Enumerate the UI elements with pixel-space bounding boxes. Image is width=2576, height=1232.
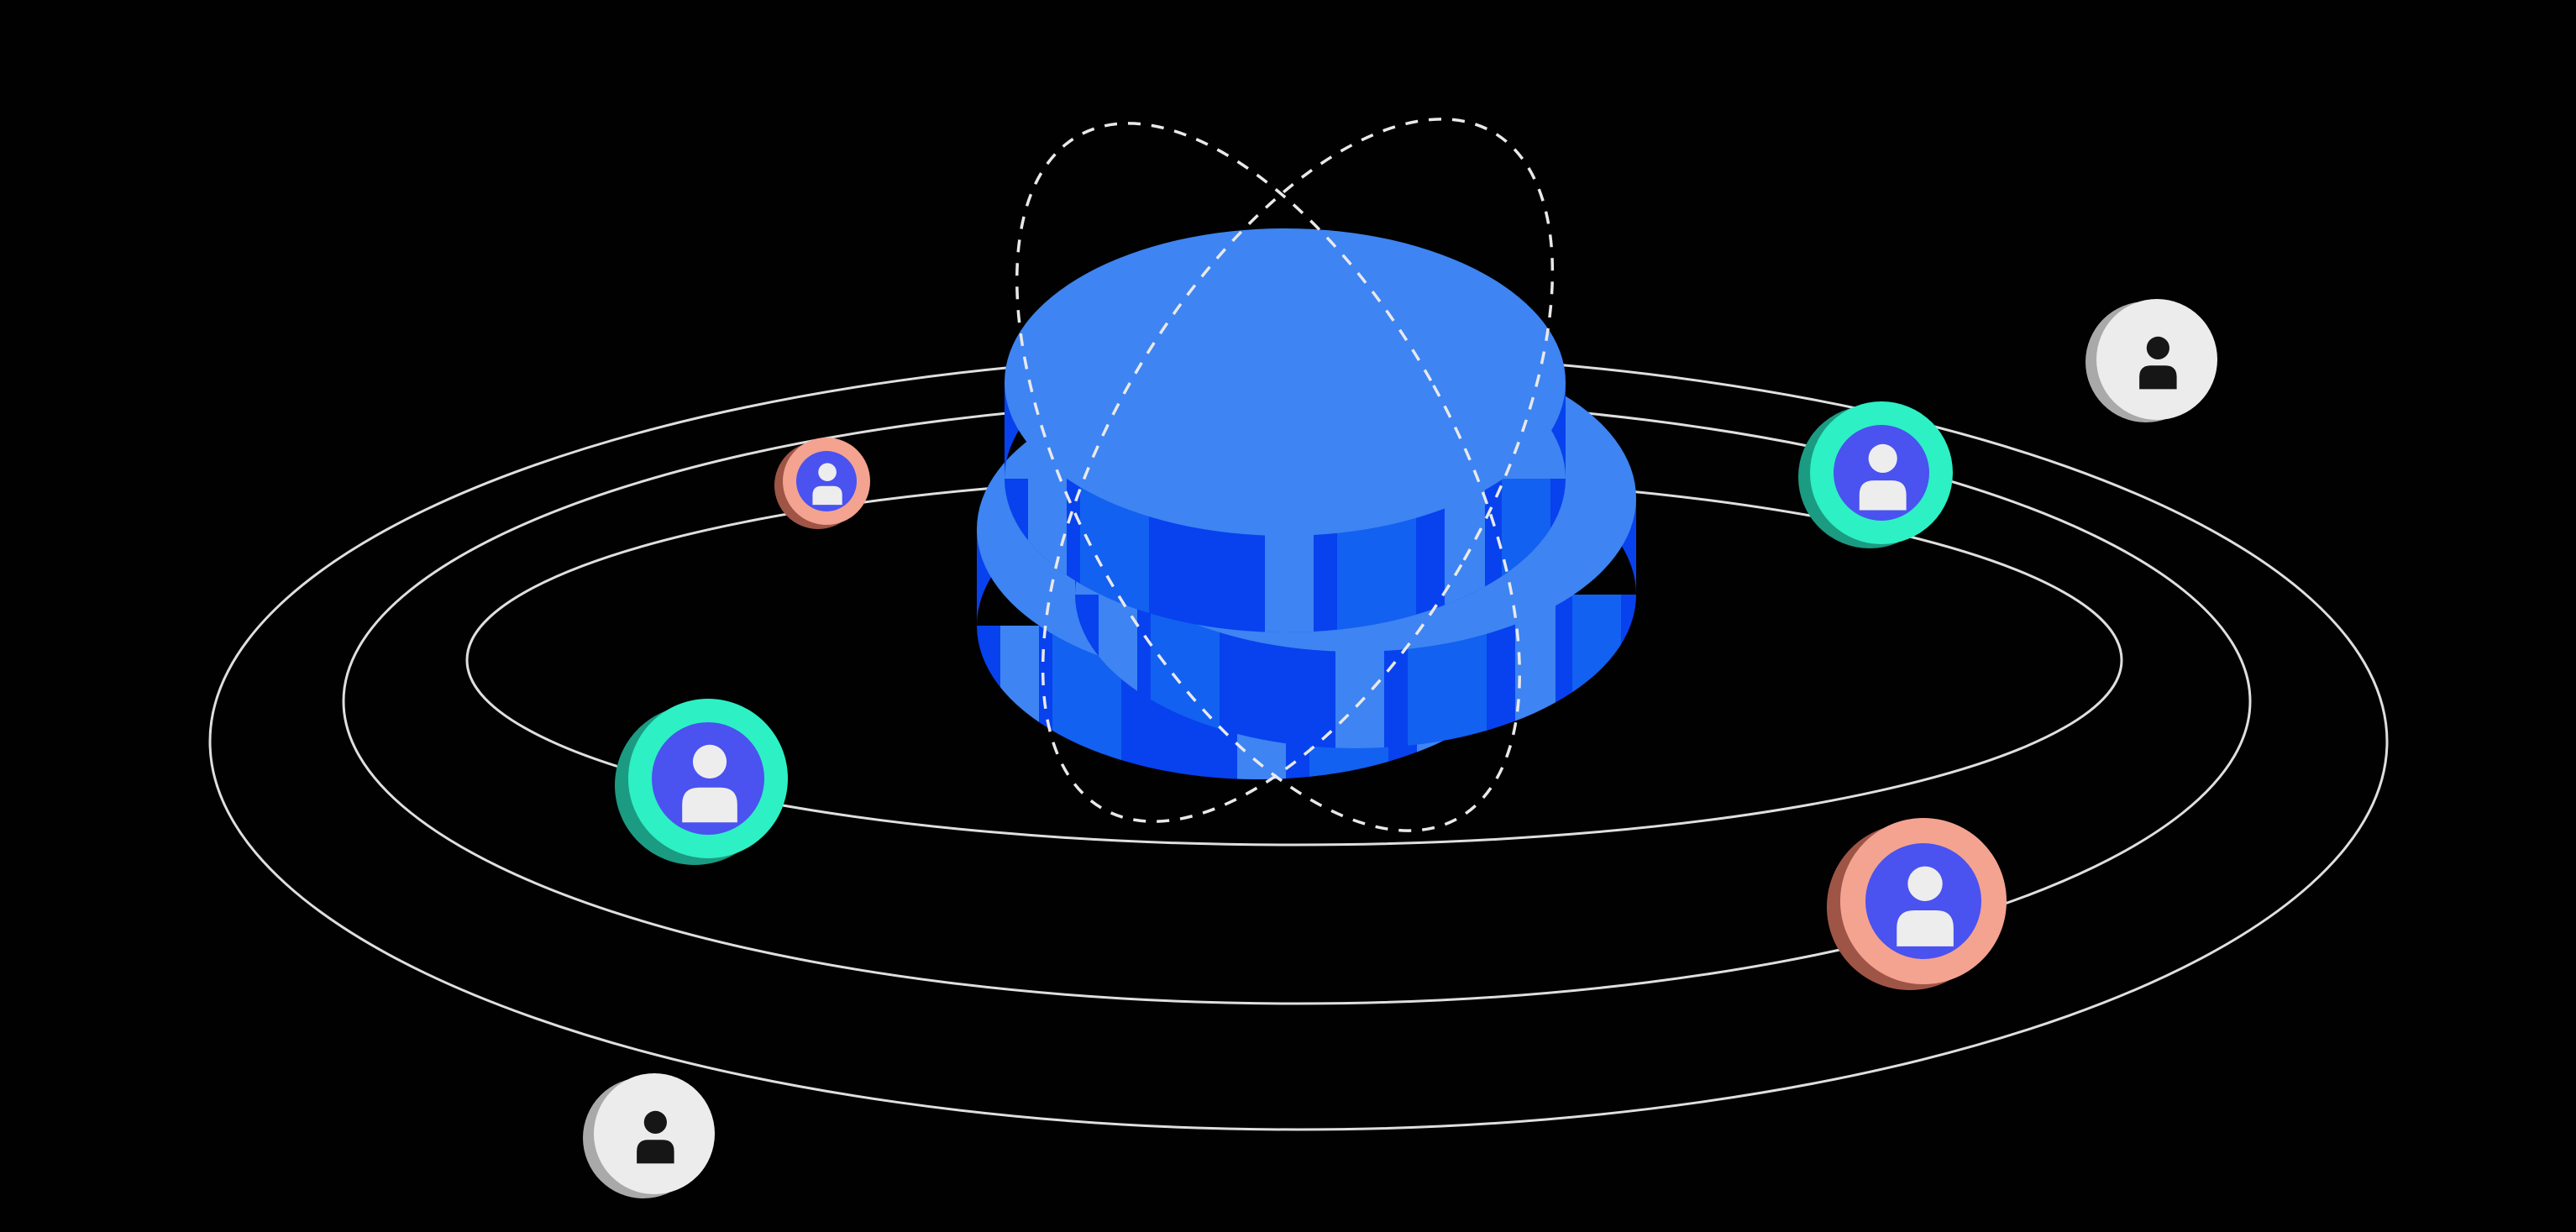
coin-top-face [1005, 228, 1566, 536]
user-icon [1897, 866, 1954, 946]
user-icon [812, 463, 842, 506]
coin-stack [977, 228, 1636, 779]
dashed-orbit-tilt-left [1015, 122, 1521, 832]
avatar-ring [594, 1073, 715, 1194]
user-icon [637, 1110, 674, 1164]
avatar-user-salmon-small-left [774, 438, 870, 529]
user-icon [682, 744, 737, 823]
avatar-user-white-top-right [2085, 299, 2217, 422]
user-icon [1859, 443, 1907, 511]
dashed-orbits [1015, 118, 1555, 832]
avatar-user-teal-left [615, 699, 788, 865]
avatars [583, 299, 2217, 1198]
avatar-ring [2096, 299, 2217, 420]
coin-top [1005, 228, 1566, 632]
user-icon [2139, 336, 2177, 390]
avatar-user-white-bottom-left [583, 1073, 715, 1198]
avatar-user-salmon-right [1827, 818, 2007, 990]
avatar-user-teal-right [1798, 401, 1953, 548]
dashed-orbit-tilt-right [1041, 118, 1555, 823]
